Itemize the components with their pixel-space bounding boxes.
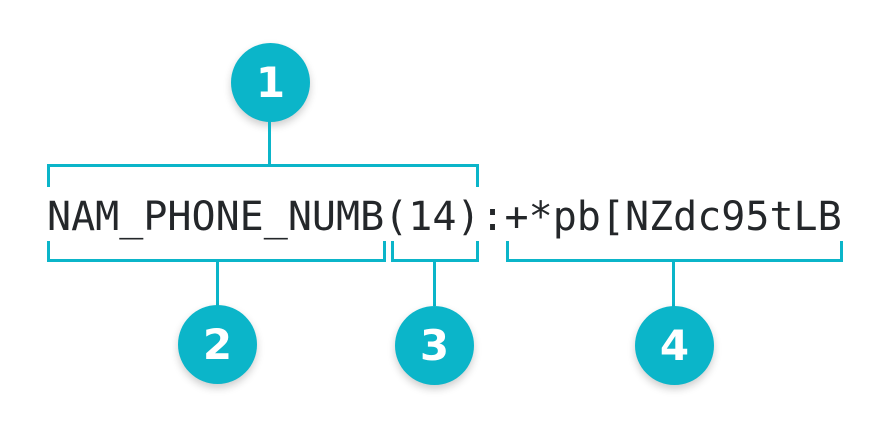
callout-3-bracket — [391, 241, 479, 262]
callout-2-badge: 2 — [178, 305, 257, 384]
masked-field-string: NAM_PHONE_NUMB(14):+*pb[NZdc95tLB — [47, 194, 842, 240]
callout-3-number: 3 — [419, 321, 450, 370]
callout-3-stem-line — [433, 262, 436, 306]
callout-3-badge: 3 — [395, 306, 474, 385]
callout-1-bracket — [47, 164, 479, 187]
callout-1-badge: 1 — [231, 43, 310, 122]
callout-1-number: 1 — [255, 58, 286, 107]
callout-4-badge: 4 — [635, 306, 714, 385]
callout-2-bracket — [47, 241, 386, 262]
callout-1-stem-line — [268, 120, 271, 165]
callout-4-stem-line — [672, 262, 675, 307]
callout-2-number: 2 — [202, 320, 233, 369]
callout-4-bracket — [506, 241, 843, 262]
callout-2-stem-line — [216, 262, 219, 306]
callout-4-number: 4 — [659, 321, 690, 370]
